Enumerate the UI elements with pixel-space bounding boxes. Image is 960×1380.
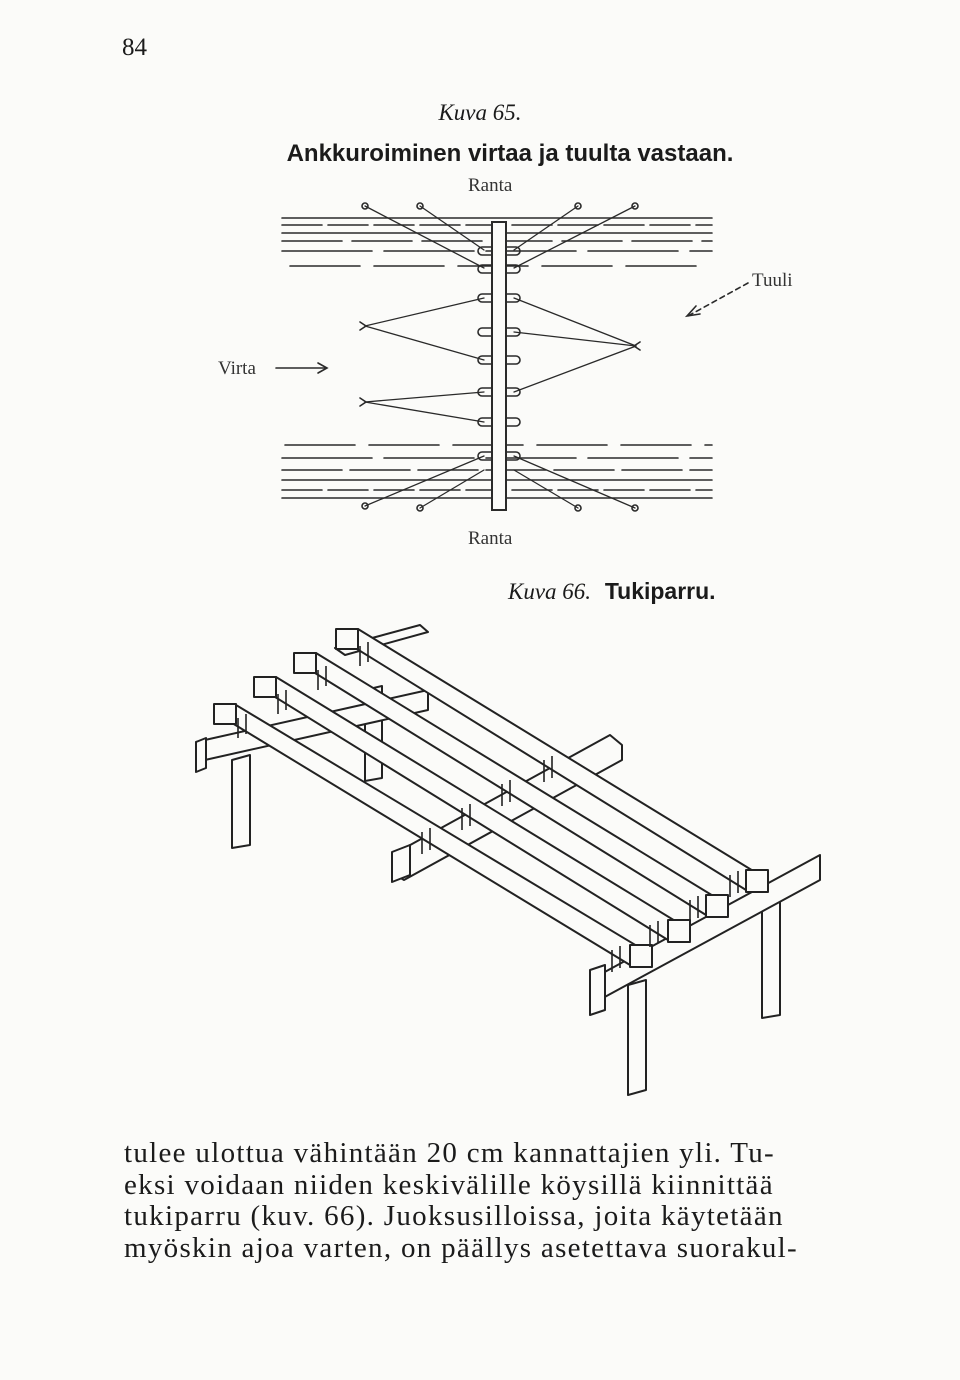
deck-planks bbox=[213, 628, 769, 966]
shore-label-bottom: Ranta bbox=[468, 528, 513, 549]
figure-66-title: Tukiparru. bbox=[604, 578, 716, 604]
current-label: Virta bbox=[218, 358, 256, 379]
page-number: 84 bbox=[122, 34, 147, 61]
shore-label-top: Ranta bbox=[468, 175, 513, 196]
body-text: tulee ulottua vähintään 20 cm kannattaji… bbox=[124, 1137, 900, 1264]
current-arrow bbox=[275, 362, 329, 374]
wind-label: Tuuli bbox=[752, 270, 793, 291]
figure-65-title: Ankkuroiminen virtaa ja tuulta vastaan. bbox=[286, 140, 734, 167]
rope-lashings bbox=[237, 642, 739, 972]
plank-ends bbox=[213, 628, 769, 968]
figure-65-label: Kuva 65. bbox=[438, 100, 522, 125]
body-line: tulee ulottua vähintään 20 cm kannattaji… bbox=[124, 1137, 776, 1169]
wind-arrow bbox=[684, 282, 749, 318]
body-line: tukiparru (kuv. 66). Juoksusilloissa, jo… bbox=[124, 1200, 784, 1232]
body-line: myöskin ajoa varten, on päällys asetetta… bbox=[124, 1231, 798, 1264]
figure-66-caption: Kuva 66. Tukiparru. bbox=[508, 578, 716, 605]
body-line: eksi voidaan niiden keskivälille köysill… bbox=[124, 1168, 774, 1201]
bridge-deck bbox=[491, 221, 507, 511]
figure-66-label: Kuva 66. bbox=[508, 579, 592, 604]
anchor-rings bbox=[359, 202, 641, 512]
anchor-cables bbox=[364, 205, 637, 509]
